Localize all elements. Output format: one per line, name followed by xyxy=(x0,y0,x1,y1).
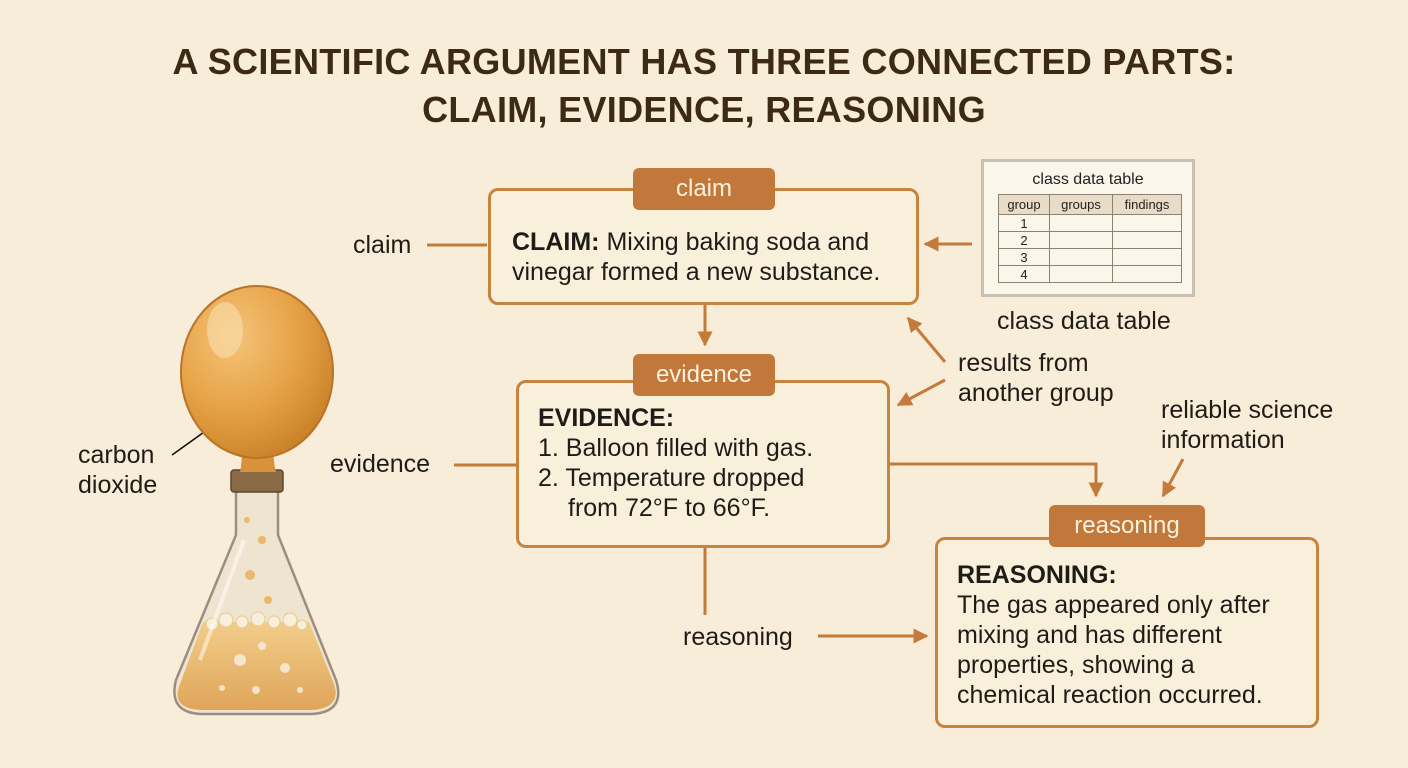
class-data-table-title: class data table xyxy=(1032,171,1144,188)
reasoning-heading: REASONING: xyxy=(957,561,1117,589)
reasoning-tab: reasoning xyxy=(1049,505,1205,547)
evidence-tab: evidence xyxy=(633,354,775,396)
evidence-box xyxy=(516,380,890,548)
reasoning-line-4: chemical reaction occurred. xyxy=(957,681,1263,709)
class-data-table-caption: class data table xyxy=(997,307,1171,335)
table-cell: 2 xyxy=(998,231,1050,249)
flask-illustration xyxy=(173,285,340,716)
evidence-item-2: 2. Temperature dropped xyxy=(538,464,805,492)
table-cell: 4 xyxy=(998,265,1050,283)
page-title: A SCIENTIFIC ARGUMENT HAS THREE CONNECTE… xyxy=(0,38,1408,134)
table-row: 1 xyxy=(998,214,1182,232)
table-header-findings: findings xyxy=(1112,194,1182,215)
table-row: 3 xyxy=(998,248,1182,266)
table-cell xyxy=(1049,265,1113,283)
another-group-line-1: results from xyxy=(958,349,1089,377)
evidence-to-reasoning-arrow xyxy=(890,462,1104,498)
claim-side-label: claim xyxy=(353,231,412,259)
title-line-2: CLAIM, EVIDENCE, REASONING xyxy=(422,89,986,130)
table-cell xyxy=(1049,248,1113,266)
claim-line-2: vinegar formed a new substance. xyxy=(512,258,881,286)
reasoning-line-2: mixing and has different xyxy=(957,621,1222,649)
table-cell xyxy=(1112,231,1182,249)
class-data-table: group groups findings 1 2 3 4 xyxy=(998,194,1182,283)
reliable-info-to-reasoning-arrow xyxy=(1161,458,1185,498)
carbon-dioxide-label: carbon dioxide xyxy=(78,440,157,500)
balloon xyxy=(180,285,334,459)
evidence-item-1: 1. Balloon filled with gas. xyxy=(538,434,814,462)
class-data-table-card: class data table group groups findings 1… xyxy=(981,159,1195,297)
reasoning-box xyxy=(935,537,1319,728)
table-header-groups: groups xyxy=(1049,194,1113,215)
table-cell xyxy=(1112,248,1182,266)
evidence-text: EVIDENCE: 1. Balloon filled with gas. 2.… xyxy=(538,403,813,523)
table-cell xyxy=(1049,214,1113,232)
evidence-side-label: evidence xyxy=(330,450,431,478)
flask-stopper xyxy=(230,469,284,493)
carbon-dioxide-line-1: carbon xyxy=(78,441,155,469)
table-row: 2 xyxy=(998,231,1182,249)
reliable-info-line-1: reliable science xyxy=(1161,396,1334,424)
another-group-line-2: another group xyxy=(958,379,1114,407)
table-cell xyxy=(1049,231,1113,249)
reliable-info-line-2: information xyxy=(1161,426,1285,454)
evidence-heading: EVIDENCE: xyxy=(538,404,675,432)
table-cell: 1 xyxy=(998,214,1050,232)
claim-heading: CLAIM: xyxy=(512,228,600,256)
table-cell: 3 xyxy=(998,248,1050,266)
reliable-info-label: reliable science information xyxy=(1161,395,1333,455)
table-header-group: group xyxy=(998,194,1050,215)
claim-text: CLAIM: Mixing baking soda and vinegar fo… xyxy=(512,227,880,287)
table-cell xyxy=(1112,214,1182,232)
table-row: 4 xyxy=(998,265,1182,283)
reasoning-text: REASONING: The gas appeared only after m… xyxy=(957,560,1270,710)
claim-line-1: Mixing baking soda and xyxy=(606,228,870,256)
carbon-dioxide-line-2: dioxide xyxy=(78,471,158,499)
flask-liquid xyxy=(177,622,336,710)
claim-tab: claim xyxy=(633,168,775,210)
another-group-label: results from another group xyxy=(958,348,1114,408)
reasoning-line-3: properties, showing a xyxy=(957,651,1195,679)
evidence-item-2-cont: from 72°F to 66°F. xyxy=(568,494,771,522)
reasoning-line-1: The gas appeared only after xyxy=(957,591,1270,619)
reasoning-side-label: reasoning xyxy=(683,623,793,651)
another-group-to-claim-arrow xyxy=(906,316,947,363)
another-group-to-evidence-arrow xyxy=(896,378,946,407)
title-line-1: A SCIENTIFIC ARGUMENT HAS THREE CONNECTE… xyxy=(172,41,1236,82)
table-cell xyxy=(1112,265,1182,283)
